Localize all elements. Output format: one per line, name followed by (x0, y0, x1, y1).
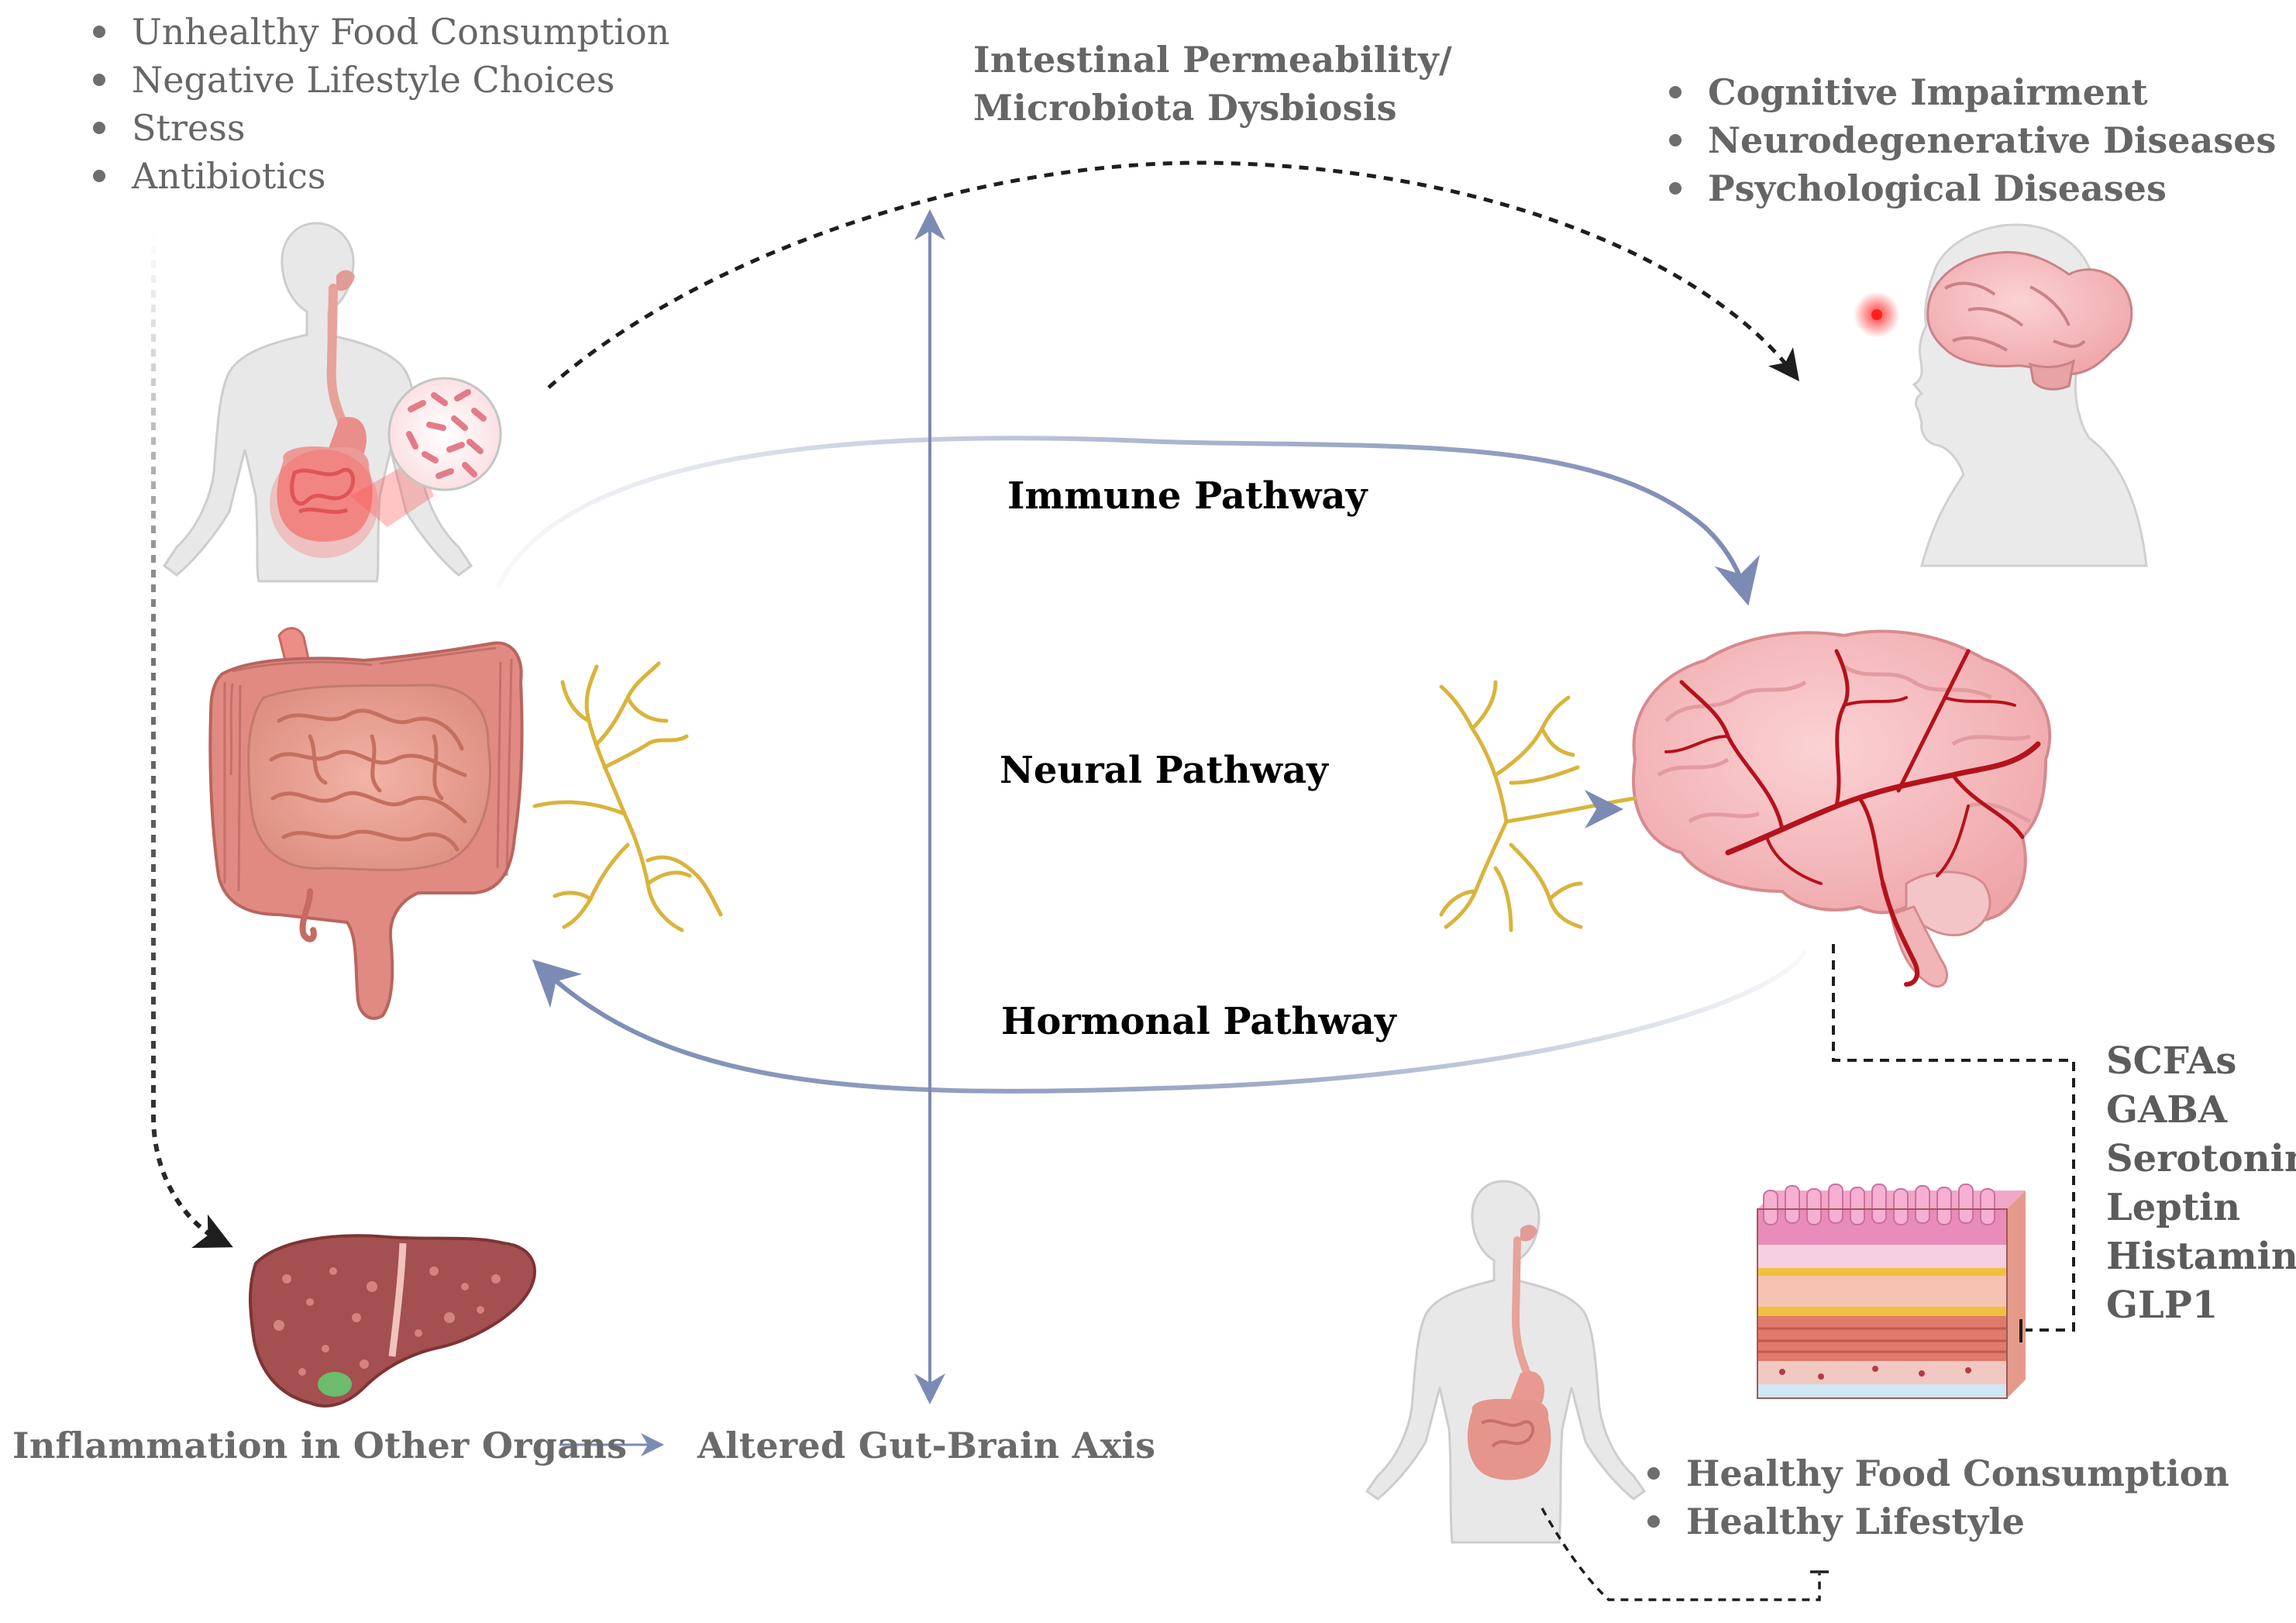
immune-pathway-arrow (495, 436, 1760, 606)
risk-factor-list: Unhealthy Food Consumption Negative Life… (87, 8, 670, 200)
intestinal-wall-icon (1757, 1184, 2026, 1399)
outcome-list: Cognitive Impairment Neurodegenerative D… (1663, 68, 2276, 212)
risk-factor-item: Antibiotics (87, 152, 670, 200)
permeability-label: Intestinal Permeability/ Microbiota Dysb… (973, 36, 1452, 132)
brain-icon (1632, 629, 2052, 988)
outcome-item: Cognitive Impairment (1663, 68, 2276, 116)
human-head-brain-icon (1854, 223, 2148, 567)
inflammation-label: Inflammation in Other Organs (12, 1425, 628, 1466)
molecule-item: Serotonin (2106, 1137, 2296, 1180)
permeability-label-line2: Microbiota Dysbiosis (973, 87, 1397, 129)
healthy-factor-list: Healthy Food Consumption Healthy Lifesty… (1641, 1449, 2229, 1545)
to-liver-dashed-arrow (151, 231, 233, 1249)
molecule-list: SCFAs GABA Serotonin Leptin Histamine GL… (2106, 1037, 2296, 1330)
molecule-item: SCFAs (2106, 1039, 2237, 1083)
risk-factor-item: Stress (87, 104, 670, 152)
immune-pathway-label: Immune Pathway (1007, 474, 1368, 518)
intestines-icon (208, 627, 524, 1020)
gut-brain-axis-label: Altered Gut-Brain Axis (697, 1425, 1156, 1466)
liver-icon (249, 1234, 536, 1408)
nerve-cell-left-icon (532, 661, 723, 932)
risk-factor-item: Negative Lifestyle Choices (87, 56, 670, 104)
microbiota-zoom-icon (350, 377, 502, 527)
healthy-body-dashed-connector (1540, 1508, 1829, 1601)
risk-factor-item: Unhealthy Food Consumption (87, 8, 670, 56)
hormonal-pathway-arrow (532, 949, 1808, 1094)
outcome-item: Neurodegenerative Diseases (1663, 116, 2276, 164)
brain-to-molecules-dashed-connector (1832, 944, 2075, 1342)
molecule-item: Histamine (2106, 1235, 2296, 1278)
human-body-gut-icon (162, 222, 473, 583)
neural-pathway-label: Neural Pathway (1000, 749, 1330, 792)
nerve-cell-right-icon (1439, 680, 1637, 932)
healthy-factor-item: Healthy Lifestyle (1641, 1497, 2229, 1545)
gut-to-brain-dashed-arrow (547, 160, 1800, 389)
hormonal-pathway-label: Hormonal Pathway (1001, 1000, 1398, 1043)
healthy-factor-item: Healthy Food Consumption (1641, 1449, 2229, 1497)
molecule-item: Leptin (2106, 1186, 2241, 1229)
permeability-label-line1: Intestinal Permeability/ (973, 39, 1453, 81)
molecule-item: GABA (2106, 1088, 2228, 1132)
outcome-item: Psychological Diseases (1663, 164, 2276, 212)
healthy-human-body-icon (1365, 1180, 1647, 1544)
molecule-item: GLP1 (2106, 1284, 2219, 1327)
